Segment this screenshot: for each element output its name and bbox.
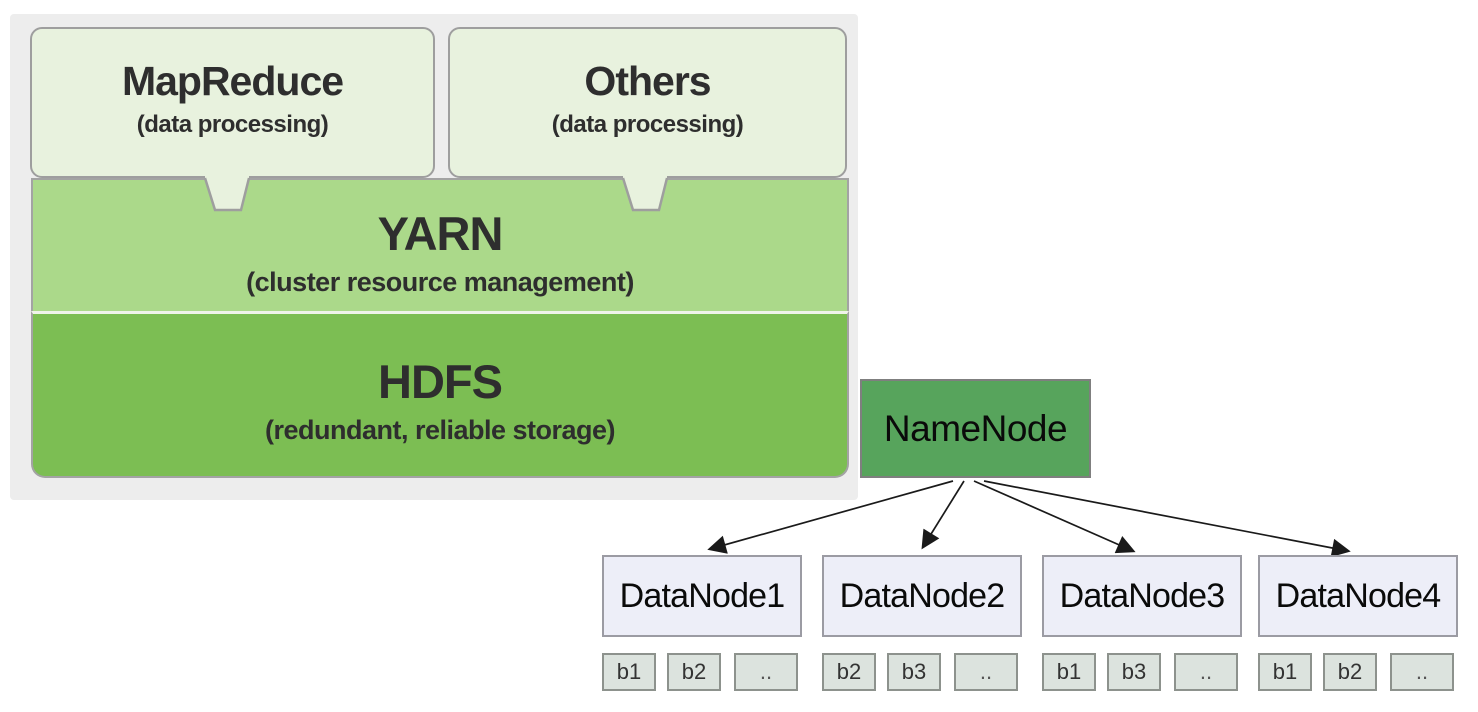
block-chip: b2 (667, 653, 721, 691)
datanode3-box: DataNode3 (1042, 555, 1242, 637)
block-chip: b3 (887, 653, 941, 691)
hdfs-title: HDFS (378, 355, 503, 408)
mapreduce-box: MapReduce (data processing) (30, 27, 435, 178)
block-chip: b1 (1042, 653, 1096, 691)
namenode-label: NameNode (883, 407, 1068, 449)
yarn-subtitle: (cluster resource management) (246, 267, 634, 297)
datanode1-box: DataNode1 (602, 555, 802, 637)
datanode1-blocks: b1 b2 .. (602, 653, 802, 691)
block-chip: b2 (822, 653, 876, 691)
datanode4-label: DataNode4 (1275, 576, 1442, 615)
datanode4-blocks: b1 b2 .. (1258, 653, 1458, 691)
arrow-namenode-to-datanode3 (973, 480, 1136, 554)
hdfs-box: HDFS (redundant, reliable storage) (31, 311, 849, 478)
hadoop-stack-panel: YARN (cluster resource management) HDFS … (10, 14, 858, 500)
arrow-namenode-to-datanode4 (983, 480, 1351, 558)
datanode2-blocks: b2 b3 .. (822, 653, 1022, 691)
others-box: Others (data processing) (448, 27, 847, 178)
mapreduce-tail-connector (204, 174, 250, 212)
yarn-title: YARN (377, 207, 504, 260)
datanode1-label: DataNode1 (619, 576, 786, 615)
datanode2-label: DataNode2 (839, 576, 1006, 615)
block-chip: b1 (602, 653, 656, 691)
mapreduce-title: MapReduce (121, 58, 344, 104)
block-chip: b3 (1107, 653, 1161, 691)
others-subtitle: (data processing) (551, 111, 744, 138)
arrow-namenode-to-datanode2 (921, 480, 965, 550)
datanode3-blocks: b1 b3 .. (1042, 653, 1242, 691)
others-title: Others (584, 58, 711, 104)
block-chip-more: .. (1390, 653, 1454, 691)
hdfs-subtitle: (redundant, reliable storage) (264, 415, 616, 445)
datanode3-label: DataNode3 (1059, 576, 1226, 615)
yarn-box: YARN (cluster resource management) (31, 178, 849, 311)
datanode4-box: DataNode4 (1258, 555, 1458, 637)
datanode2-box: DataNode2 (822, 555, 1022, 637)
namenode-box: NameNode (860, 379, 1091, 478)
block-chip: b1 (1258, 653, 1312, 691)
others-tail-connector (622, 174, 668, 212)
block-chip: b2 (1323, 653, 1377, 691)
block-chip-more: .. (734, 653, 798, 691)
mapreduce-subtitle: (data processing) (136, 111, 329, 138)
block-chip-more: .. (1174, 653, 1238, 691)
block-chip-more: .. (954, 653, 1018, 691)
